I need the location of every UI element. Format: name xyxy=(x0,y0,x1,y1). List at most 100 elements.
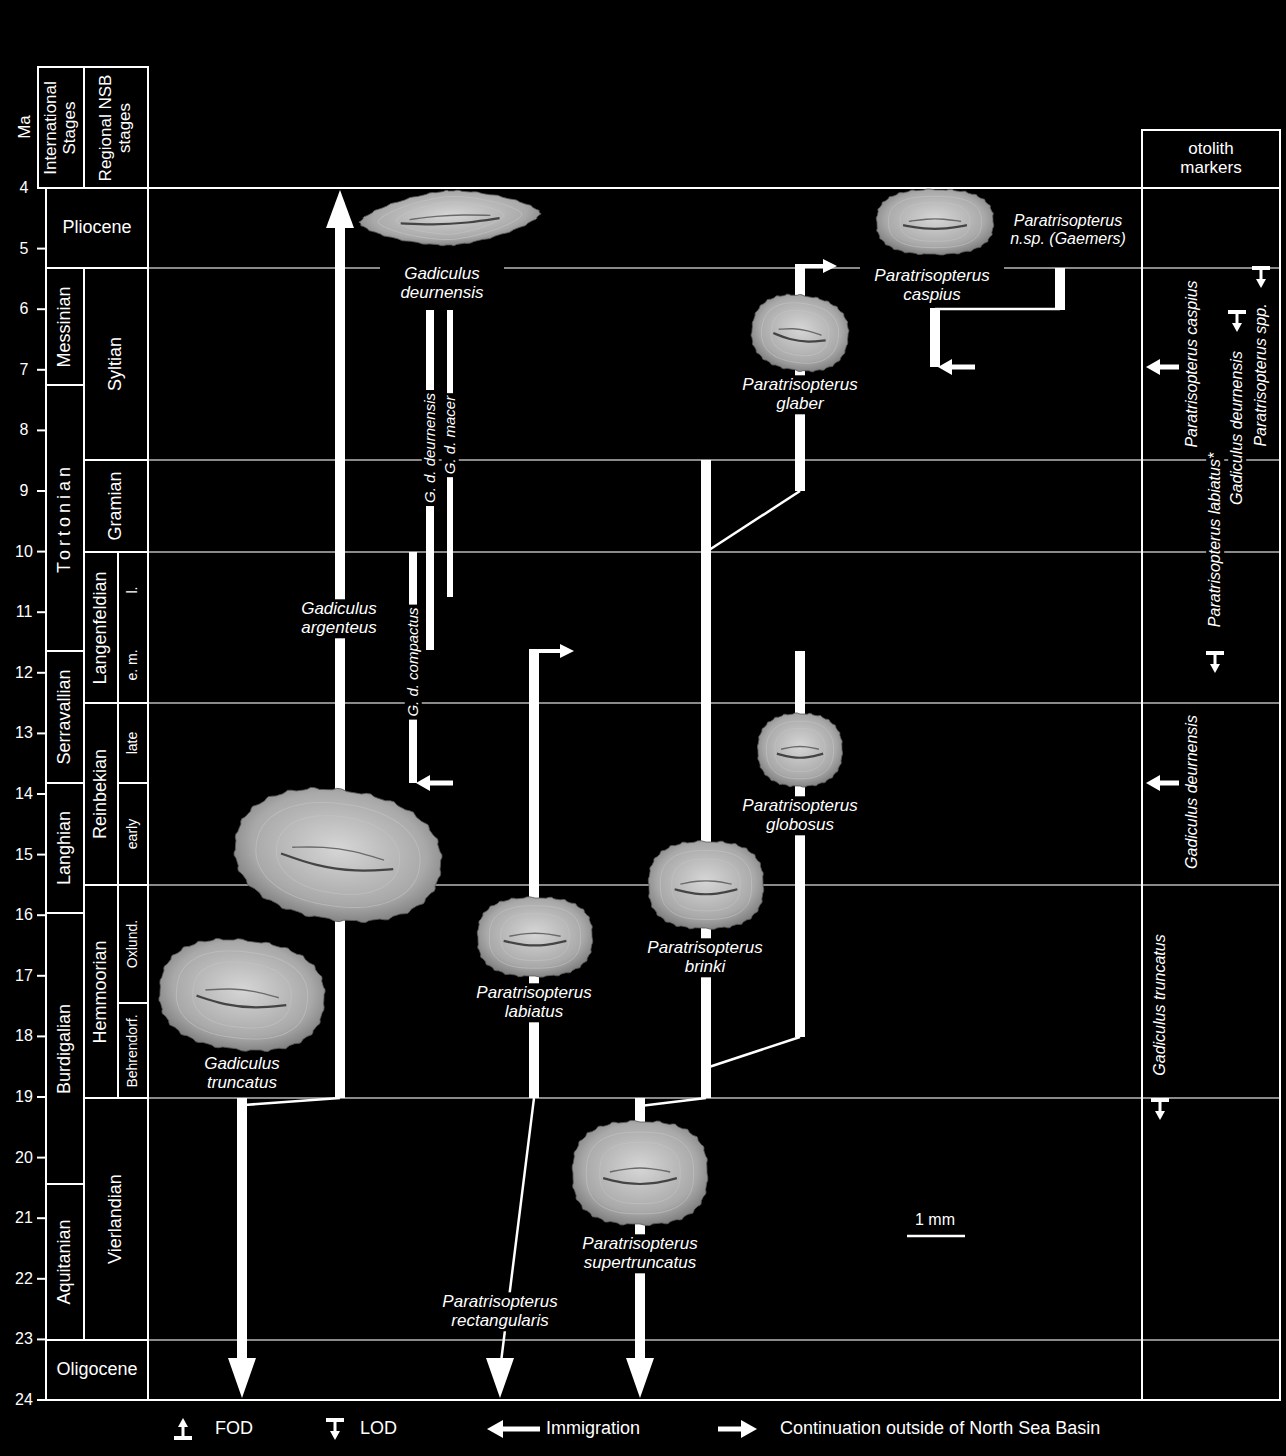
otolith-crista xyxy=(781,747,819,750)
substage-cell: Oxlund. xyxy=(118,885,148,1003)
stage-name: Hemmoorian xyxy=(91,940,111,1043)
frame-line xyxy=(38,1096,46,1098)
lineage-line xyxy=(935,308,1060,311)
lod-stem xyxy=(1159,1102,1162,1112)
arrow-shaft xyxy=(503,1427,540,1432)
stage-name: Oligocene xyxy=(56,1360,137,1380)
stage-name: Aquitanian xyxy=(55,1219,75,1304)
arrow-shaft xyxy=(430,781,453,786)
axis-title: Ma xyxy=(16,112,35,142)
stage-name: International Stages xyxy=(42,71,79,184)
frame-line xyxy=(38,793,46,795)
species-name: Paratrisopterus rectangularis xyxy=(428,1292,572,1331)
range-bar xyxy=(930,308,940,367)
axis-tick-label: 13 xyxy=(13,724,35,744)
lod-head xyxy=(1232,323,1242,332)
frame-line xyxy=(38,248,46,250)
scale-bar xyxy=(907,1235,965,1238)
stage-name: Oxlund. xyxy=(125,920,140,968)
otolith-crista xyxy=(680,881,731,884)
subspecies-name: G. d. deurnensis xyxy=(422,390,439,506)
otolith-growth-ring xyxy=(172,945,312,1045)
otolith-outline xyxy=(747,289,854,378)
otolith-figure xyxy=(358,185,543,250)
species-name: Paratrisopterus globosus xyxy=(728,796,872,835)
frame-line xyxy=(46,1183,84,1185)
species-name: Paratrisopterus labiatus xyxy=(462,983,606,1022)
otolith-growth-ring xyxy=(271,808,404,901)
frame-line xyxy=(38,1338,46,1340)
otolith-growth-ring xyxy=(586,1132,693,1214)
frame-line xyxy=(46,384,84,386)
frame-line xyxy=(38,369,46,371)
arrow-shaft xyxy=(1160,781,1179,786)
stage-name: Burdigalian xyxy=(55,1003,75,1093)
subspecies-name: G. d. macer xyxy=(442,393,459,477)
otolith-crista xyxy=(409,213,490,219)
boundary-line xyxy=(148,1339,1280,1341)
frame-line xyxy=(147,188,149,1400)
frame-line xyxy=(38,1278,46,1280)
species-name: Gadiculus truncatus xyxy=(180,1054,304,1093)
otolith-figure xyxy=(876,189,993,255)
frame-line xyxy=(38,854,46,856)
arrow-head xyxy=(487,1420,503,1438)
otolith-growth-ring xyxy=(775,728,825,771)
boundary-line xyxy=(148,459,1280,461)
frame-line xyxy=(1141,130,1143,1400)
arrow-head xyxy=(416,775,430,791)
regional-stage-cell: Gramian xyxy=(84,460,148,552)
axis-tick-label: 22 xyxy=(13,1269,35,1289)
range-arrowhead xyxy=(486,1358,514,1398)
otolith-growth-ring xyxy=(660,851,751,920)
epoch-cell: Pliocene xyxy=(46,188,148,268)
arrow-shaft xyxy=(718,1427,741,1432)
range-bar xyxy=(529,651,539,1098)
range-bar xyxy=(701,460,711,1098)
marker-name: Gadiculus truncatus xyxy=(1151,931,1169,1078)
subspecies-name: G. d. compactus xyxy=(405,604,422,719)
stage-name: early xyxy=(125,819,140,849)
otolith-crista xyxy=(509,933,560,936)
otolith-crista xyxy=(205,986,279,998)
otolith-figure xyxy=(572,1121,708,1226)
lod-head xyxy=(330,1431,340,1440)
range-arrowhead xyxy=(228,1358,256,1398)
arrow-head xyxy=(560,644,574,658)
frame-line xyxy=(38,732,46,734)
frame-line xyxy=(83,67,85,188)
arrow-head xyxy=(938,359,952,375)
regional-stage-cell: Reinbekian xyxy=(84,703,118,885)
otolith-crista xyxy=(610,1168,670,1172)
epoch-cell: Oligocene xyxy=(46,1340,148,1400)
lod-head xyxy=(1155,1111,1165,1120)
otolith-outline xyxy=(876,189,993,255)
otolith-growth-ring xyxy=(501,914,569,961)
axis-tick-label: 4 xyxy=(18,178,31,198)
otolith-growth-ring xyxy=(249,793,426,917)
header-cell: International Stages xyxy=(38,67,84,188)
marker-symbols xyxy=(1146,266,1270,1120)
arrow-head xyxy=(741,1420,757,1438)
arrow-shaft xyxy=(529,649,560,653)
stage-name: Langenfeldian xyxy=(91,571,111,684)
species-name: Paratrisopterus glaber xyxy=(728,375,872,414)
frame-line xyxy=(38,187,1280,189)
frame-line xyxy=(38,1035,46,1037)
otolith-outline xyxy=(226,775,451,934)
otolith-growth-ring xyxy=(758,298,842,367)
arrow-head xyxy=(1146,775,1160,791)
lod-stem xyxy=(1214,655,1217,665)
stage-cell: Messinian xyxy=(46,268,84,385)
lineage-line xyxy=(706,1037,800,1068)
substage-cell: e. m. xyxy=(118,627,148,703)
otolith-outline xyxy=(477,897,592,977)
frame-line xyxy=(84,702,148,704)
otolith-figure xyxy=(747,289,854,378)
otolith-sulcus xyxy=(773,333,826,345)
otolith-crista xyxy=(292,842,384,860)
otolith-figure xyxy=(154,931,331,1059)
frame-line xyxy=(38,975,46,977)
substage-cell: late xyxy=(118,703,148,783)
range-bar xyxy=(1055,268,1065,310)
